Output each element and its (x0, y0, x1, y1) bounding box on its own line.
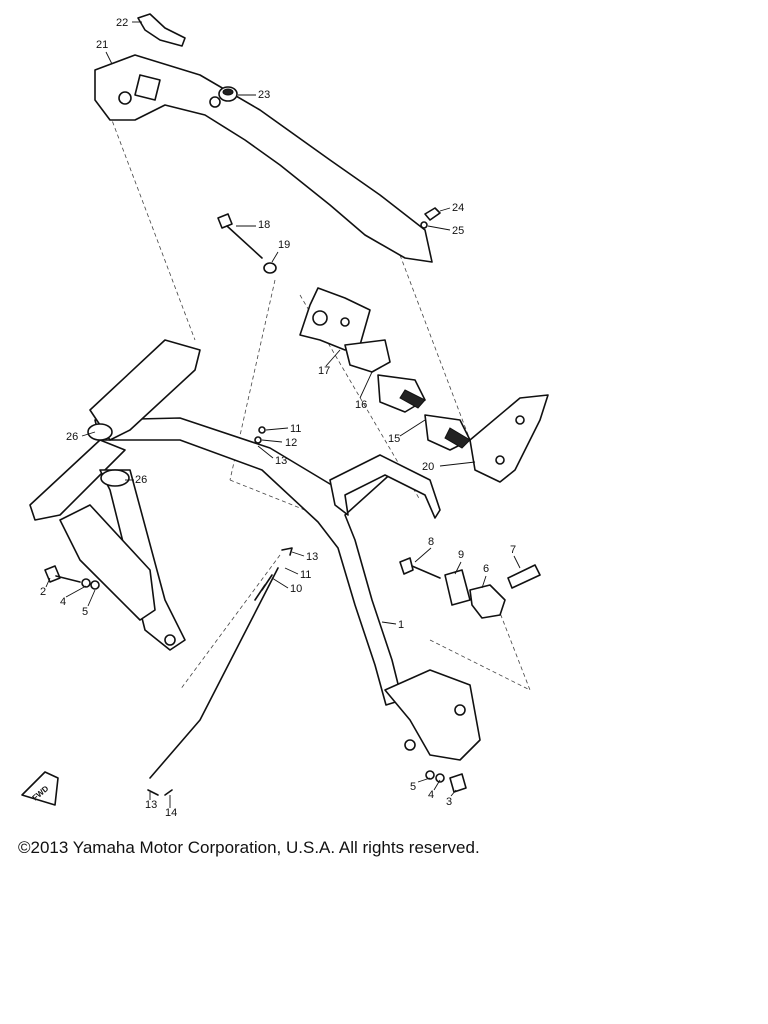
leader-line (45, 577, 51, 588)
part-label-15: 15 (388, 433, 400, 445)
leader-line (414, 547, 432, 563)
leader-line (265, 427, 289, 431)
leader-line (87, 589, 96, 607)
leader-line (359, 371, 373, 399)
part-2-4-5-bolt-set (44, 565, 100, 590)
exploded-parts-diagram: FWD 123445567891011111213131314151617181… (21, 13, 549, 819)
part-label-26: 26 (66, 431, 78, 443)
part-17-mount-plate (299, 287, 371, 351)
leader-lines (45, 21, 521, 808)
leader-line (433, 779, 441, 791)
part-label-16: 16 (355, 399, 367, 411)
part-26-step-arm (29, 339, 201, 651)
leader-line (381, 621, 397, 625)
part-10-rod (149, 567, 279, 779)
fwd-arrow-icon: FWD (21, 771, 59, 806)
part-label-11: 11 (300, 569, 311, 581)
leader-line (291, 551, 305, 557)
dashed-guide-lines (109, 114, 531, 691)
part-6-7-8-9-pivot-set (399, 557, 541, 619)
part-label-13: 13 (275, 455, 287, 467)
part-11-12-13-clips (147, 426, 293, 796)
leader-line (257, 445, 274, 459)
part-20-bracket (469, 394, 549, 483)
part-24-25-screw (420, 207, 441, 229)
part-21-upper-cover (94, 54, 433, 263)
leader-line (399, 419, 426, 437)
part-23-grommet (218, 86, 238, 102)
leader-line (261, 439, 283, 443)
part-label-23: 23 (258, 89, 270, 101)
leader-line (81, 431, 96, 437)
copyright-text: ©2013 Yamaha Motor Corporation, U.S.A. A… (18, 838, 480, 857)
part-label-9: 9 (458, 549, 464, 561)
leader-line (417, 777, 431, 783)
part-label-4: 4 (60, 596, 66, 608)
part-label-26: 26 (135, 474, 147, 486)
leader-line (513, 555, 521, 569)
part-label-24: 24 (452, 202, 464, 214)
part-label-5: 5 (82, 606, 88, 618)
part-19-nut (263, 262, 277, 274)
part-label-13: 13 (145, 799, 157, 811)
part-15-rubber-mounts (377, 374, 471, 451)
leader-line (481, 575, 487, 589)
part-3-4-5-bolt-set (425, 770, 467, 793)
leader-line (325, 349, 341, 367)
part-label-8: 8 (428, 536, 434, 548)
part-label-17: 17 (318, 365, 330, 377)
part-label-18: 18 (258, 219, 270, 231)
part-label-11: 11 (290, 423, 301, 435)
leader-line (271, 251, 279, 263)
part-label-13: 13 (306, 551, 318, 563)
part-1-frame-tube (94, 417, 481, 761)
leader-line (450, 789, 457, 797)
part-label-7: 7 (510, 544, 516, 556)
part-label-10: 10 (290, 583, 302, 595)
part-label-25: 25 (452, 225, 464, 237)
part-label-14: 14 (165, 807, 177, 819)
leader-line (439, 207, 451, 212)
part-label-3: 3 (446, 796, 452, 808)
part-label-19: 19 (278, 239, 290, 251)
part-label-21: 21 (96, 39, 108, 51)
part-18-bolt (217, 213, 263, 259)
part-label-2: 2 (40, 586, 46, 598)
part-16-bracket (344, 339, 391, 373)
part-labels: 1234455678910111112131313141516171819202… (40, 17, 516, 819)
leader-line (454, 561, 462, 575)
part-label-1: 1 (398, 619, 404, 631)
part-label-6: 6 (483, 563, 489, 575)
leader-line (65, 585, 87, 598)
part-label-22: 22 (116, 17, 128, 29)
part-label-20: 20 (422, 461, 434, 473)
part-22-bracket (137, 13, 186, 47)
part-label-5: 5 (410, 781, 416, 793)
leader-line (105, 51, 113, 65)
part-label-12: 12 (285, 437, 297, 449)
leader-line (284, 567, 299, 575)
part-label-4: 4 (428, 789, 434, 801)
leader-line (439, 461, 476, 467)
leader-line (427, 225, 451, 231)
leader-line (271, 577, 289, 589)
